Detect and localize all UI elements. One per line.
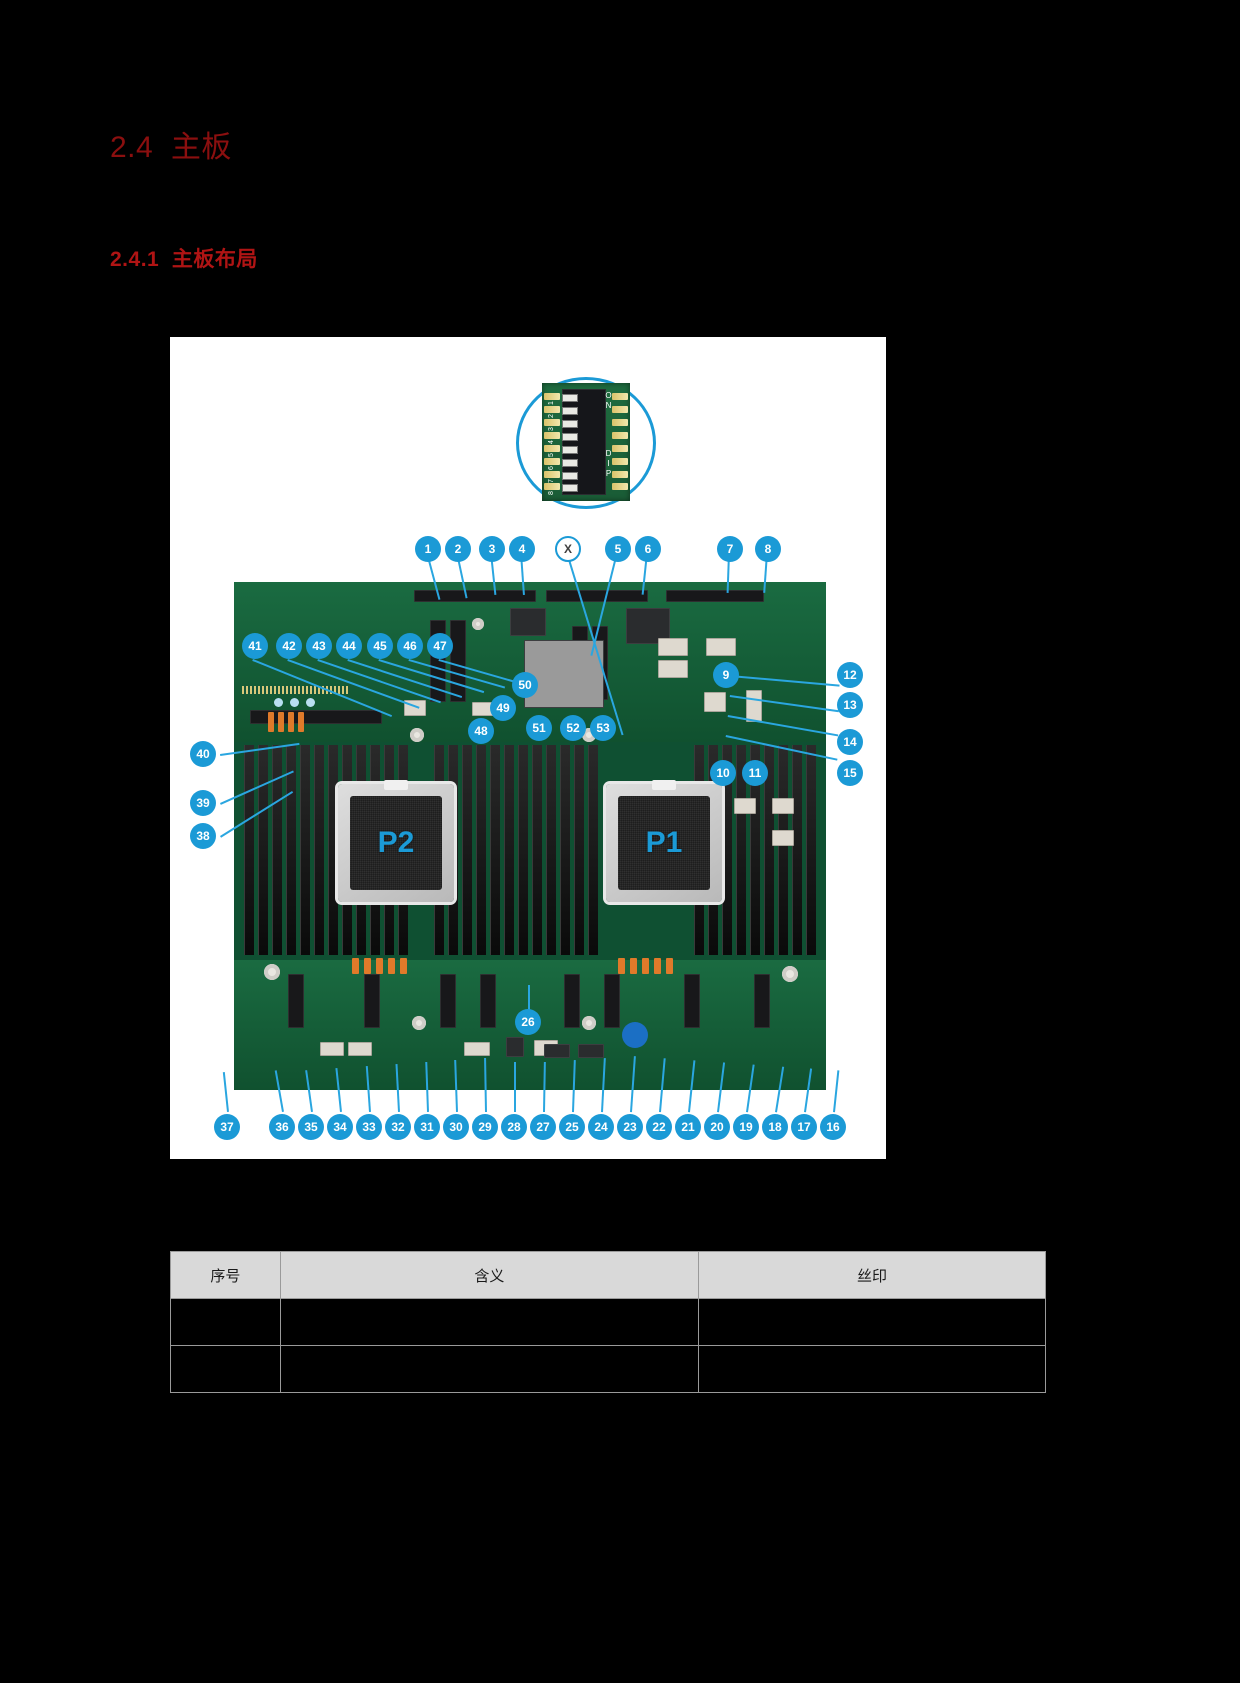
component-legend-table: 序号 含义 丝印 <box>170 1251 1046 1393</box>
table-row <box>170 1298 1046 1346</box>
motherboard-figure: 1 2 3 4 5 6 7 8 ON DIP <box>170 337 886 1159</box>
callout-17[interactable]: 17 <box>791 1114 817 1140</box>
callout-20[interactable]: 20 <box>704 1114 730 1140</box>
callout-50[interactable]: 50 <box>512 672 538 698</box>
callout-4[interactable]: 4 <box>509 536 535 562</box>
callout-22[interactable]: 22 <box>646 1114 672 1140</box>
callout-35[interactable]: 35 <box>298 1114 324 1140</box>
cpu-p2-label: P2 <box>377 826 415 859</box>
dip-position-5: 5 <box>548 453 555 457</box>
callout-x[interactable]: X <box>555 536 581 562</box>
dip-position-7: 7 <box>548 479 555 483</box>
cpu-socket-p2: P2 <box>338 780 454 902</box>
table-header-index: 序号 <box>170 1251 281 1299</box>
callout-44[interactable]: 44 <box>336 633 362 659</box>
dip-switch-photo: 1 2 3 4 5 6 7 8 ON DIP <box>542 383 630 501</box>
callout-34[interactable]: 34 <box>327 1114 353 1140</box>
callout-32[interactable]: 32 <box>385 1114 411 1140</box>
callout-52[interactable]: 52 <box>560 715 586 741</box>
table-cell-silk <box>698 1298 1046 1346</box>
callout-10[interactable]: 10 <box>710 760 736 786</box>
callout-3[interactable]: 3 <box>479 536 505 562</box>
callout-28[interactable]: 28 <box>501 1114 527 1140</box>
dip-dip-label: DIP <box>604 449 613 479</box>
callout-48[interactable]: 48 <box>468 718 494 744</box>
section-heading: 2.4 主板 <box>110 131 232 164</box>
callout-47[interactable]: 47 <box>427 633 453 659</box>
callout-6[interactable]: 6 <box>635 536 661 562</box>
callout-45[interactable]: 45 <box>367 633 393 659</box>
table-row <box>170 1345 1046 1393</box>
dip-position-3: 3 <box>548 427 555 431</box>
callout-11[interactable]: 11 <box>742 760 768 786</box>
cpu-socket-p1: P1 <box>606 780 722 902</box>
callout-18[interactable]: 18 <box>762 1114 788 1140</box>
callout-53[interactable]: 53 <box>590 715 616 741</box>
dip-position-8: 8 <box>548 491 555 495</box>
table-header-row: 序号 含义 丝印 <box>170 1251 1046 1299</box>
table-cell-index <box>170 1298 281 1346</box>
callout-14[interactable]: 14 <box>837 729 863 755</box>
callout-36[interactable]: 36 <box>269 1114 295 1140</box>
callout-51[interactable]: 51 <box>526 715 552 741</box>
blue-round-component <box>622 1022 648 1048</box>
callout-24[interactable]: 24 <box>588 1114 614 1140</box>
callout-38[interactable]: 38 <box>190 823 216 849</box>
dip-on-label: ON <box>604 391 613 411</box>
table-cell-index <box>170 1345 281 1393</box>
callout-30[interactable]: 30 <box>443 1114 469 1140</box>
table-cell-meaning <box>279 1298 700 1346</box>
dip-position-1: 1 <box>548 401 555 405</box>
callout-25[interactable]: 25 <box>559 1114 585 1140</box>
callout-29[interactable]: 29 <box>472 1114 498 1140</box>
callout-46[interactable]: 46 <box>397 633 423 659</box>
callout-1[interactable]: 1 <box>415 536 441 562</box>
callout-19[interactable]: 19 <box>733 1114 759 1140</box>
callout-49[interactable]: 49 <box>490 695 516 721</box>
callout-41[interactable]: 41 <box>242 633 268 659</box>
table-cell-silk <box>698 1345 1046 1393</box>
callout-26[interactable]: 26 <box>515 1009 541 1035</box>
callout-43[interactable]: 43 <box>306 633 332 659</box>
callout-42[interactable]: 42 <box>276 633 302 659</box>
dip-position-4: 4 <box>548 440 555 444</box>
cpu-p1-label: P1 <box>645 826 683 859</box>
callout-5[interactable]: 5 <box>605 536 631 562</box>
dip-switch-highlight-ellipse <box>516 377 656 509</box>
callout-23[interactable]: 23 <box>617 1114 643 1140</box>
callout-15[interactable]: 15 <box>837 760 863 786</box>
callout-40[interactable]: 40 <box>190 741 216 767</box>
table-header-meaning: 含义 <box>279 1251 700 1299</box>
subsection-heading: 2.4.1 主板布局 <box>110 248 258 271</box>
callout-9[interactable]: 9 <box>713 662 739 688</box>
callout-13[interactable]: 13 <box>837 692 863 718</box>
callout-31[interactable]: 31 <box>414 1114 440 1140</box>
callout-39[interactable]: 39 <box>190 790 216 816</box>
callout-16[interactable]: 16 <box>820 1114 846 1140</box>
callout-2[interactable]: 2 <box>445 536 471 562</box>
callout-21[interactable]: 21 <box>675 1114 701 1140</box>
dip-position-6: 6 <box>548 466 555 470</box>
callout-37[interactable]: 37 <box>214 1114 240 1140</box>
callout-27[interactable]: 27 <box>530 1114 556 1140</box>
callout-7[interactable]: 7 <box>717 536 743 562</box>
callout-12[interactable]: 12 <box>837 662 863 688</box>
callout-33[interactable]: 33 <box>356 1114 382 1140</box>
dip-position-2: 2 <box>548 414 555 418</box>
table-cell-meaning <box>279 1345 700 1393</box>
callout-8[interactable]: 8 <box>755 536 781 562</box>
table-header-silk: 丝印 <box>698 1251 1046 1299</box>
